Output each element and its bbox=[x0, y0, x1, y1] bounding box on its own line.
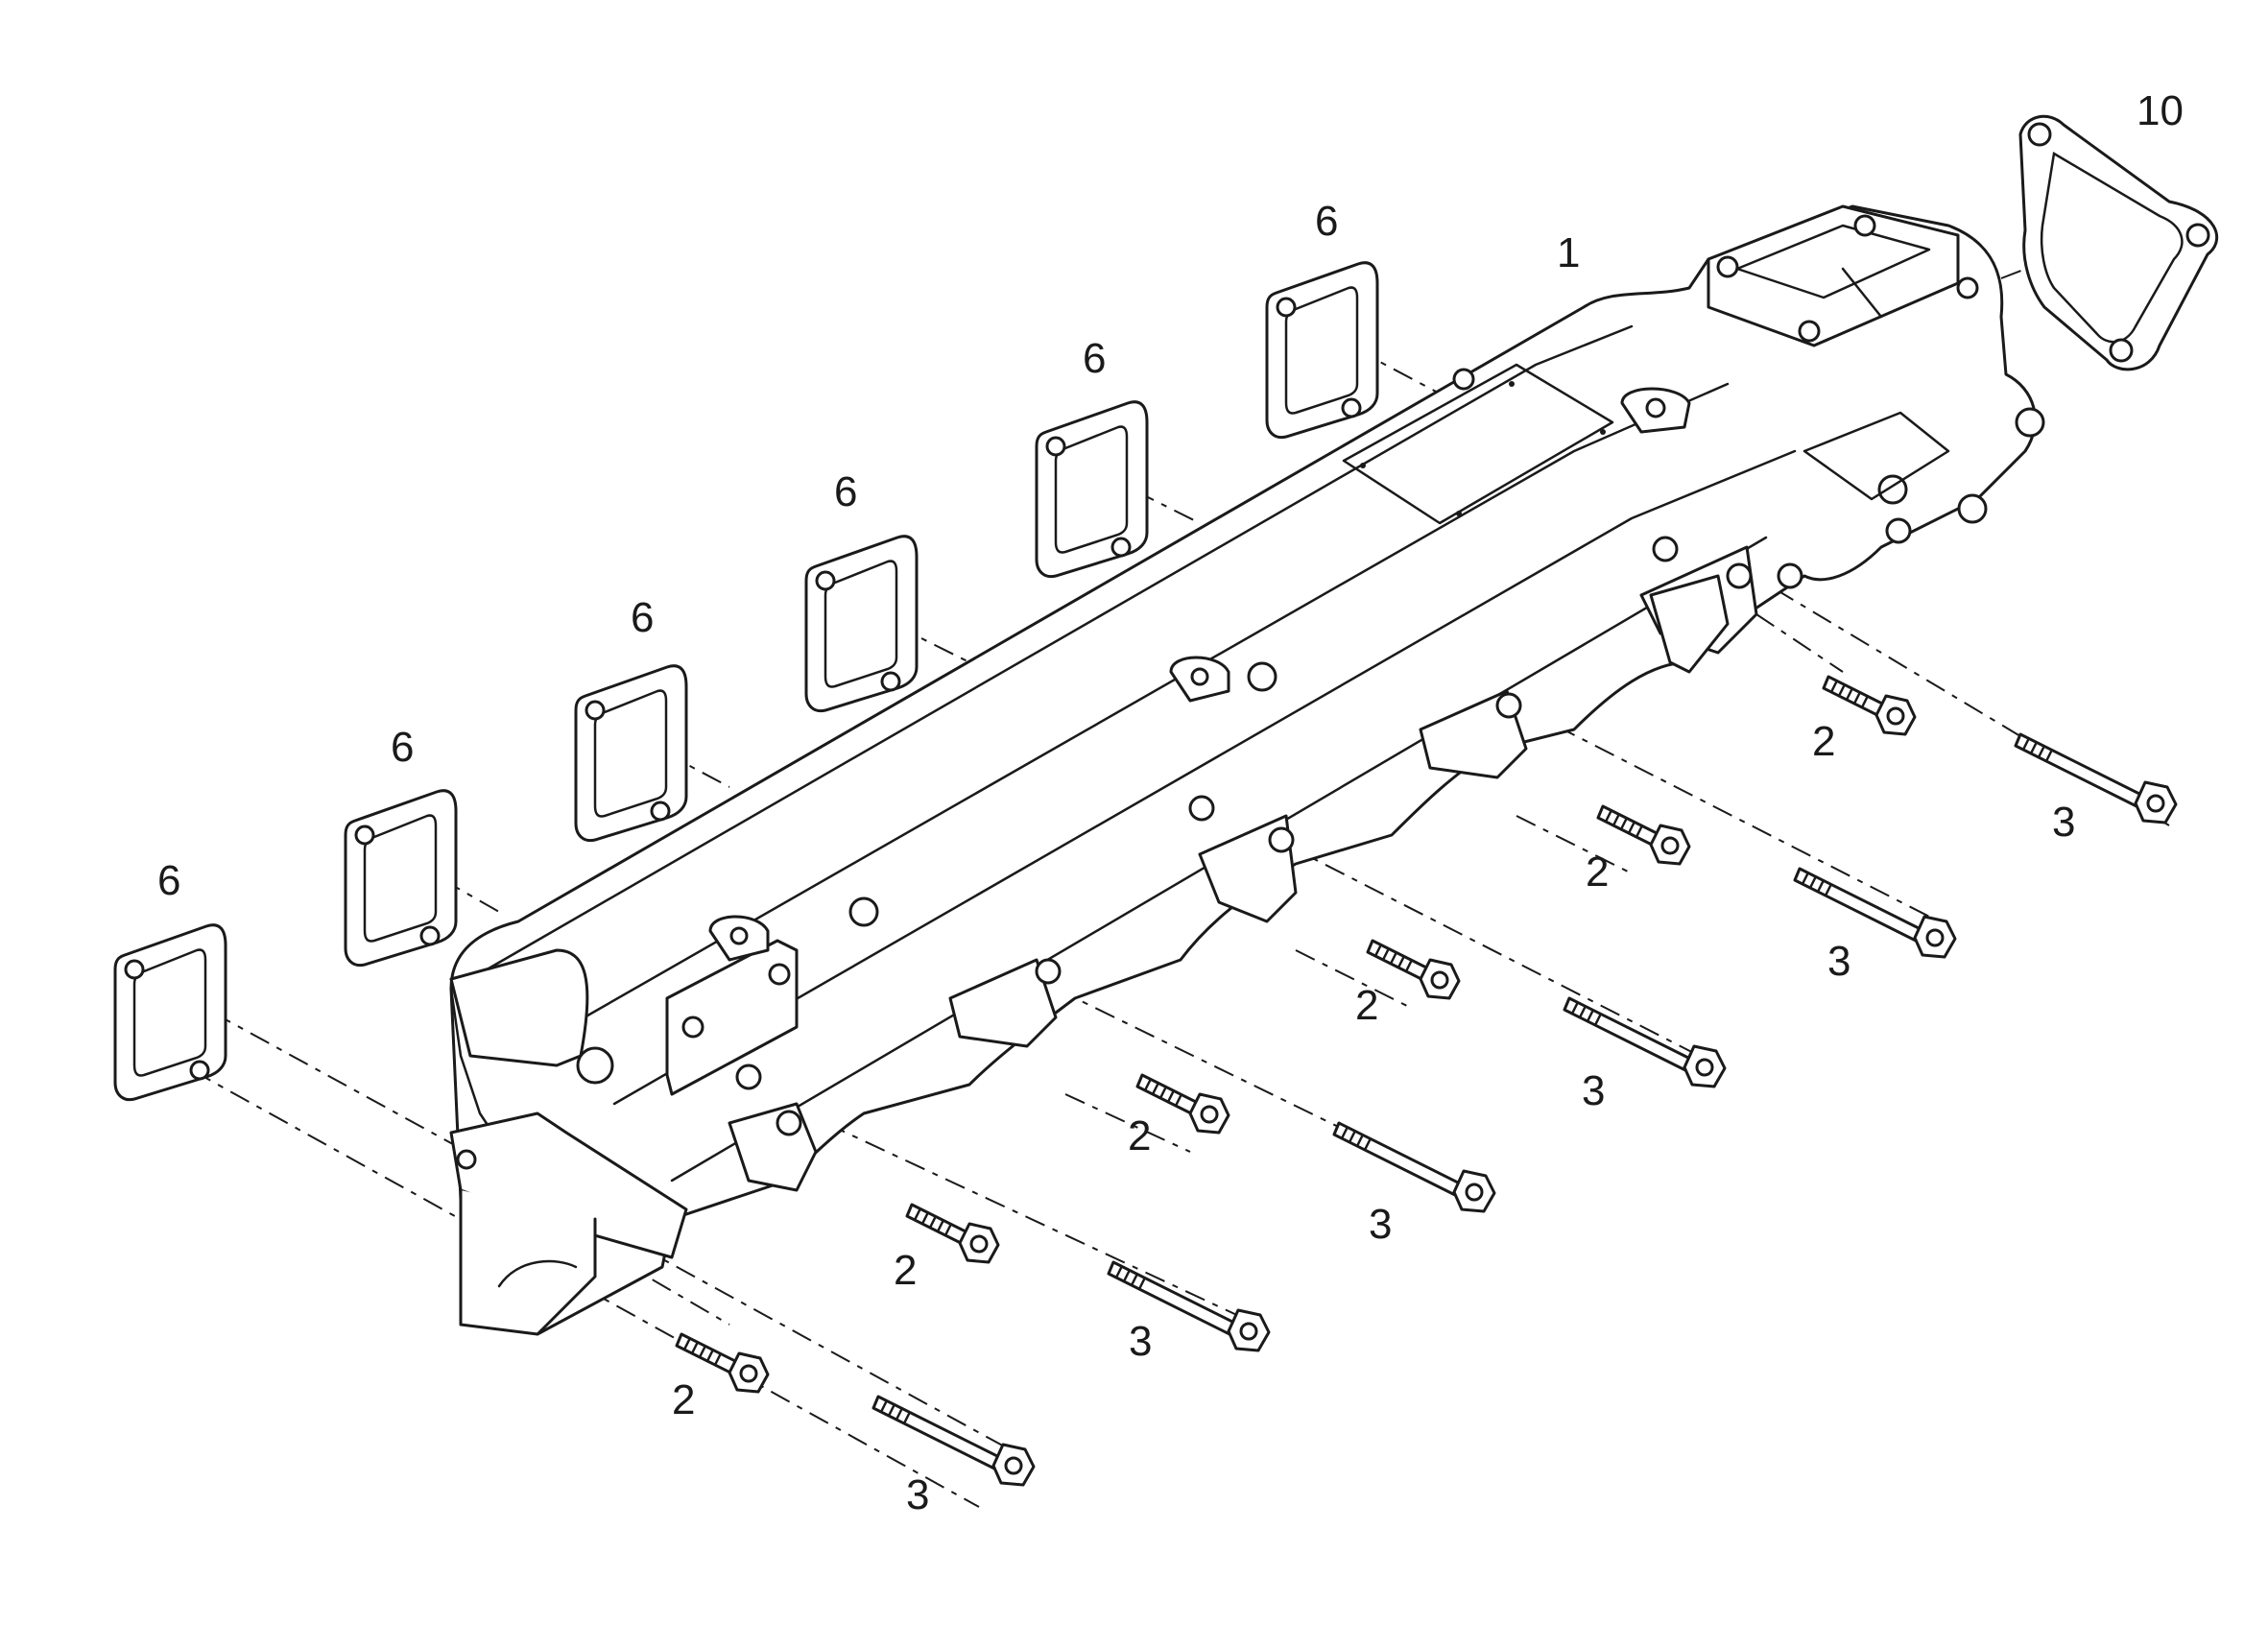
long-bolt-2 bbox=[1107, 1260, 1271, 1352]
callout-2: 2 bbox=[1586, 848, 1609, 896]
callout-1: 1 bbox=[1557, 229, 1580, 276]
gasket-4 bbox=[804, 535, 919, 713]
long-bolt-1 bbox=[871, 1395, 1036, 1487]
short-bolt-4 bbox=[1366, 939, 1461, 1000]
short-bolt-6 bbox=[1822, 675, 1917, 736]
long-bolt-3 bbox=[1332, 1121, 1496, 1213]
callout-3: 3 bbox=[1582, 1067, 1605, 1114]
short-bolt-5 bbox=[1596, 804, 1691, 866]
cylinder-gaskets bbox=[113, 261, 1379, 1102]
callout-3: 3 bbox=[2052, 799, 2075, 846]
exhaust-manifold bbox=[449, 204, 2045, 1336]
gasket-1 bbox=[113, 923, 227, 1102]
callout-6: 6 bbox=[834, 468, 857, 515]
callout-2: 2 bbox=[1812, 718, 1835, 765]
long-bolt-4 bbox=[1563, 996, 1727, 1088]
callout-2: 2 bbox=[672, 1376, 695, 1423]
long-bolts bbox=[871, 732, 2178, 1487]
turbo-flange-gasket bbox=[2018, 114, 2218, 371]
callout-10: 10 bbox=[2137, 87, 2184, 134]
gasket-6 bbox=[1265, 261, 1379, 440]
callout-6: 6 bbox=[1315, 198, 1338, 245]
callout-3: 3 bbox=[906, 1471, 929, 1518]
callout-labels: 1 10 6 6 6 6 6 6 2 2 2 2 2 2 3 3 3 3 3 3 bbox=[157, 87, 2184, 1518]
callout-2: 2 bbox=[1128, 1112, 1151, 1159]
callout-2: 2 bbox=[894, 1247, 917, 1294]
callout-6: 6 bbox=[631, 594, 654, 641]
short-bolt-3 bbox=[1135, 1073, 1230, 1135]
callout-3: 3 bbox=[1129, 1318, 1152, 1365]
callout-6: 6 bbox=[391, 724, 414, 771]
callout-6: 6 bbox=[157, 857, 180, 904]
short-bolts bbox=[675, 675, 1917, 1394]
long-bolt-6 bbox=[2014, 732, 2178, 824]
long-bolt-5 bbox=[1793, 867, 1957, 959]
callout-2: 2 bbox=[1355, 982, 1378, 1029]
gasket-2 bbox=[344, 789, 458, 968]
gasket-5 bbox=[1035, 400, 1149, 579]
callout-3: 3 bbox=[1827, 938, 1850, 985]
callout-3: 3 bbox=[1369, 1201, 1392, 1248]
short-bolt-2 bbox=[905, 1203, 1000, 1264]
callout-6: 6 bbox=[1083, 335, 1106, 382]
gasket-3 bbox=[574, 664, 688, 843]
short-bolt-1 bbox=[675, 1332, 770, 1394]
